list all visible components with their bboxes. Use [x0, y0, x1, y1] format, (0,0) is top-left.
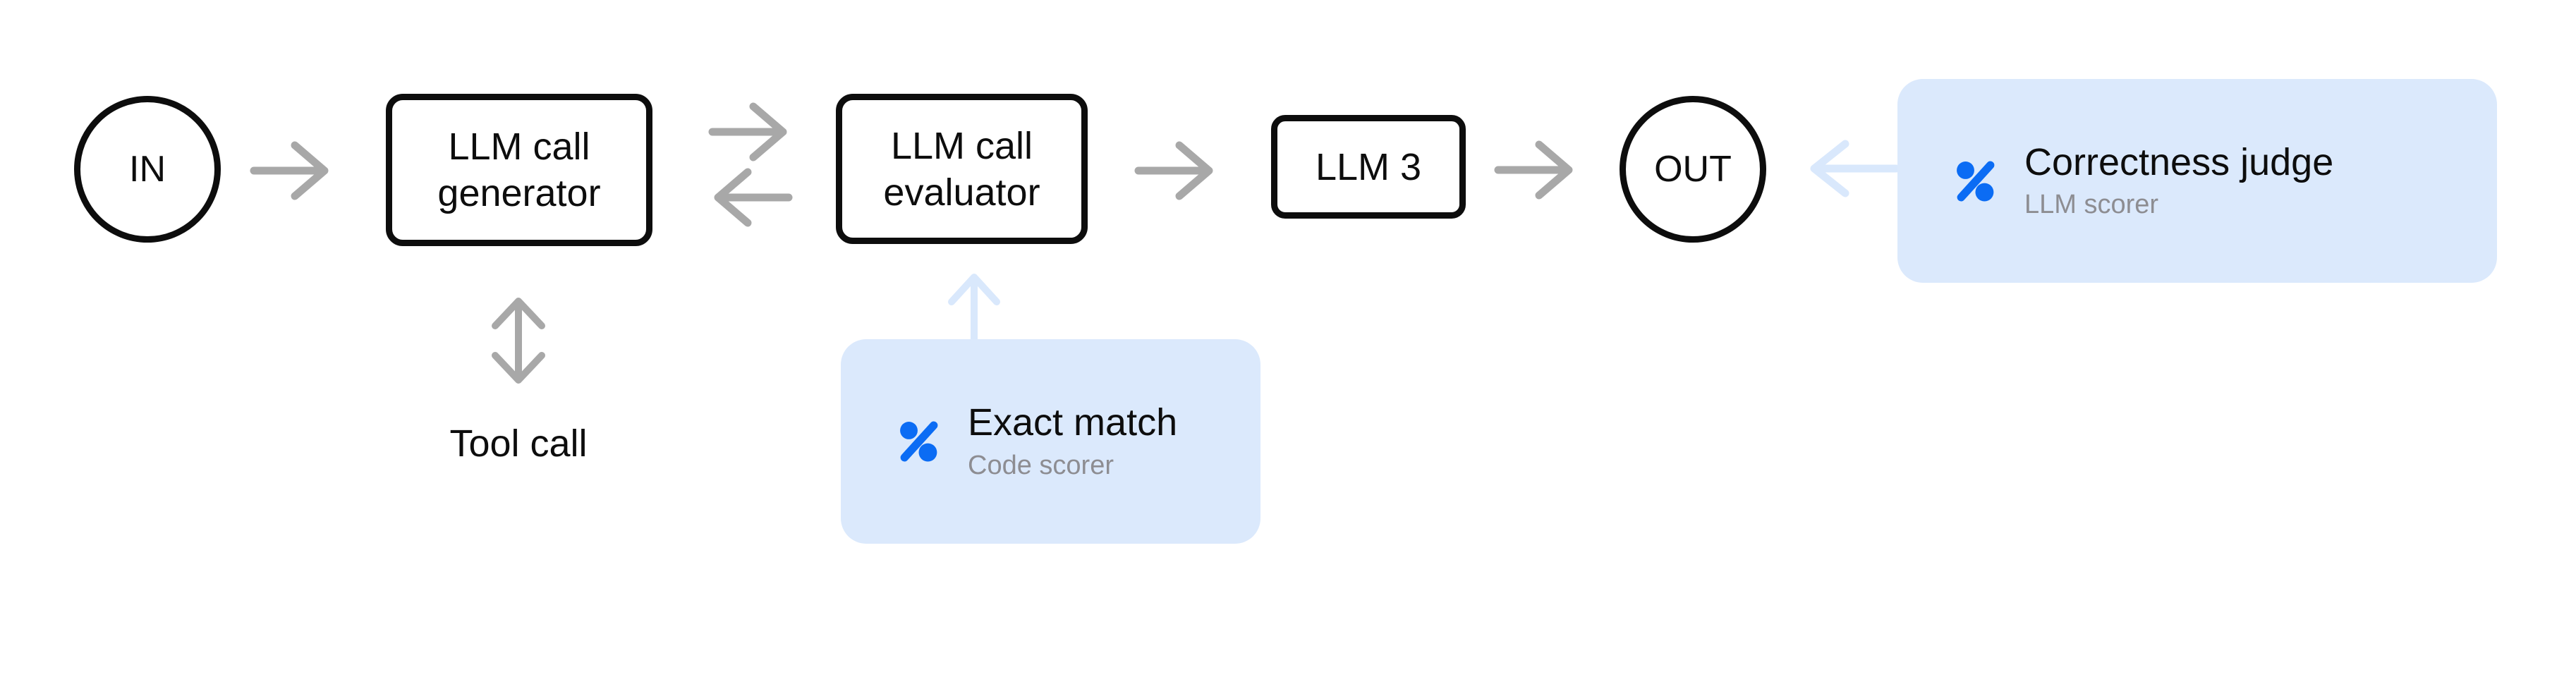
- percent-scorer-icon: [900, 421, 938, 462]
- arrow-in-to-generator: [250, 141, 329, 200]
- scorer-title: Exact match: [968, 401, 1178, 444]
- node-label-line: LLM call: [448, 126, 590, 168]
- scorer-subtitle: LLM scorer: [2024, 190, 2159, 220]
- correctness-judge-scorer-card[interactable]: Correctness judge LLM scorer: [1897, 79, 2497, 283]
- node-label-line: LLM 3: [1315, 145, 1422, 188]
- scorer-subtitle: Code scorer: [968, 450, 1114, 480]
- arrow-evaluator-to-llm3: [1134, 141, 1213, 200]
- llm-call-generator-node[interactable]: LLM call generator: [386, 94, 652, 246]
- input-node[interactable]: IN: [74, 96, 221, 243]
- arrow-generator-to-evaluator: [708, 102, 787, 161]
- arrow-generator-tool-call-bidirectional: [492, 298, 545, 384]
- llm3-node[interactable]: LLM 3: [1271, 115, 1466, 219]
- arrow-exact-match-to-evaluator: [948, 274, 1000, 344]
- arrow-llm3-to-out: [1494, 140, 1573, 200]
- output-node-label: OUT: [1654, 149, 1732, 190]
- input-node-label: IN: [129, 149, 166, 190]
- output-node[interactable]: OUT: [1620, 96, 1766, 243]
- node-label-line: evaluator: [883, 171, 1040, 214]
- tool-call-label: Tool call: [449, 422, 588, 465]
- arrow-correctness-judge-to-out: [1810, 140, 1900, 197]
- exact-match-scorer-card[interactable]: Exact match Code scorer: [841, 339, 1260, 544]
- scorer-title: Correctness judge: [2024, 140, 2334, 183]
- arrow-evaluator-to-generator: [714, 168, 793, 227]
- llm-call-evaluator-node[interactable]: LLM call evaluator: [836, 94, 1088, 244]
- node-label-line: LLM call: [890, 124, 1033, 167]
- percent-scorer-icon: [1957, 161, 1995, 201]
- node-label-line: generator: [437, 172, 601, 214]
